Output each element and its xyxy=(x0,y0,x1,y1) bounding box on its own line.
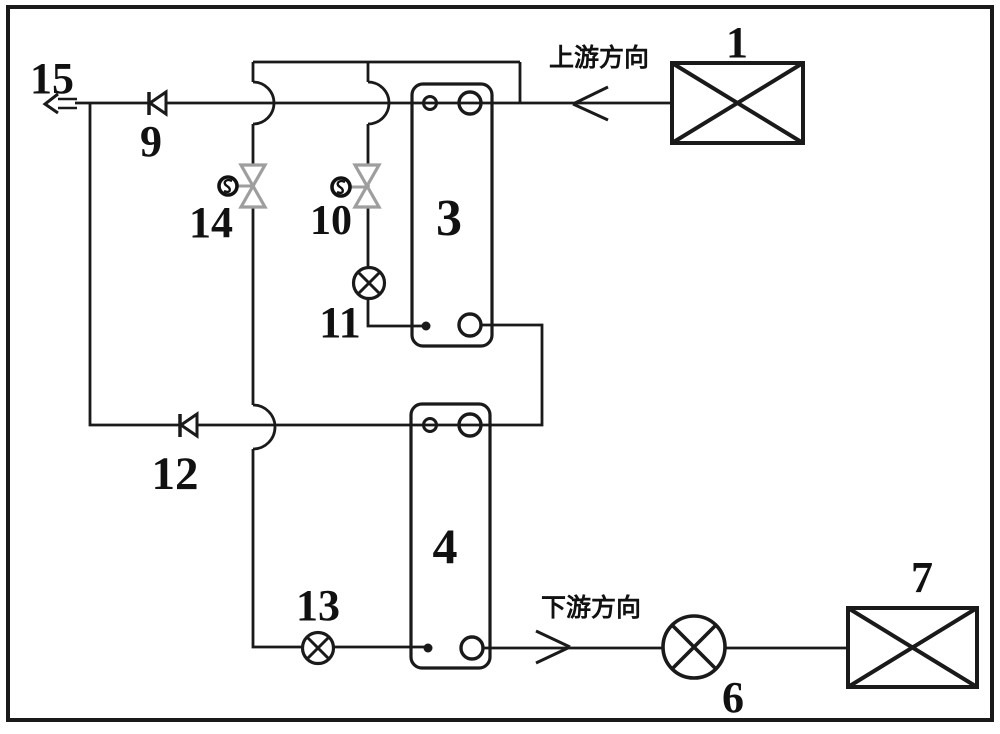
label-10: 10 xyxy=(310,198,352,244)
hx3-port-bottom-left-dot xyxy=(421,321,431,331)
hx4-port-top-right xyxy=(457,412,483,438)
outlet-arrow-head xyxy=(42,92,59,115)
check-valve-12 xyxy=(178,411,199,439)
control-valve-10 xyxy=(330,163,382,209)
fitting-6-cross xyxy=(670,623,718,671)
control-valve-14 xyxy=(217,163,268,209)
unit-7-cross xyxy=(846,606,979,689)
heat-exchanger-4 xyxy=(409,402,492,670)
label-3: 3 xyxy=(436,190,462,247)
pipe-crossover-hop-B xyxy=(367,80,391,126)
label-13: 13 xyxy=(296,581,340,630)
label-9: 9 xyxy=(140,117,162,166)
labels: 15 9 14 10 11 3 12 13 4 1 7 6 上游方向 下游方向 xyxy=(30,18,933,722)
heat-exchanger-3 xyxy=(410,82,494,348)
label-4: 4 xyxy=(433,518,458,574)
valve9-triangle xyxy=(147,89,168,117)
pipe-network xyxy=(75,60,848,650)
valve10-lower-triangle xyxy=(352,182,382,209)
label-12: 12 xyxy=(152,448,199,500)
valve10-upper-triangle xyxy=(352,163,382,190)
flow-arrows xyxy=(42,85,609,665)
check-valve-9 xyxy=(147,89,168,117)
hx3-port-top-left xyxy=(422,95,438,111)
annotation-upstream: 上游方向 xyxy=(549,43,649,72)
label-6: 6 xyxy=(722,673,744,722)
upstream-arrow xyxy=(572,85,609,122)
valve14-lower-triangle xyxy=(238,182,268,209)
label-14: 14 xyxy=(189,198,233,247)
valve10-actuator-glyph xyxy=(336,179,346,195)
hx3-port-bottom-right xyxy=(457,312,483,338)
label-15: 15 xyxy=(30,54,74,103)
annotation-downstream: 下游方向 xyxy=(541,593,641,622)
hx4-port-bottom-right xyxy=(459,635,485,661)
fitting-11-cross xyxy=(356,270,382,296)
figure-border xyxy=(6,5,994,722)
valve12-triangle xyxy=(178,411,199,439)
hx4-port-bottom-left-dot xyxy=(423,643,433,653)
valve14-upper-triangle xyxy=(238,163,268,190)
downstream-arrow xyxy=(535,629,571,665)
label-1: 1 xyxy=(726,18,748,67)
hx4-port-top-left xyxy=(422,417,438,433)
outlet-arrow-shaft xyxy=(58,97,77,110)
pipe-left-loop xyxy=(88,103,544,427)
fitting-13-cross xyxy=(305,635,331,661)
fitting-13 xyxy=(300,630,336,666)
pipe-top-header xyxy=(253,60,522,103)
pipe-crossover-hop-A1 xyxy=(252,80,276,126)
hx3-body xyxy=(410,82,494,348)
unit-1-cross xyxy=(670,61,805,145)
pipe-branchA-bottom xyxy=(251,449,428,649)
pipe-crossover-hop-A2 xyxy=(252,403,277,451)
label-11: 11 xyxy=(319,298,361,347)
label-7: 7 xyxy=(911,553,933,602)
fitting-11 xyxy=(351,265,387,301)
unit-1 xyxy=(670,61,805,145)
fitting-6 xyxy=(661,614,727,680)
hx4-body xyxy=(409,402,492,670)
hx3-port-top-right xyxy=(457,90,483,116)
valve14-actuator-glyph xyxy=(223,178,233,194)
unit-7 xyxy=(846,606,979,689)
